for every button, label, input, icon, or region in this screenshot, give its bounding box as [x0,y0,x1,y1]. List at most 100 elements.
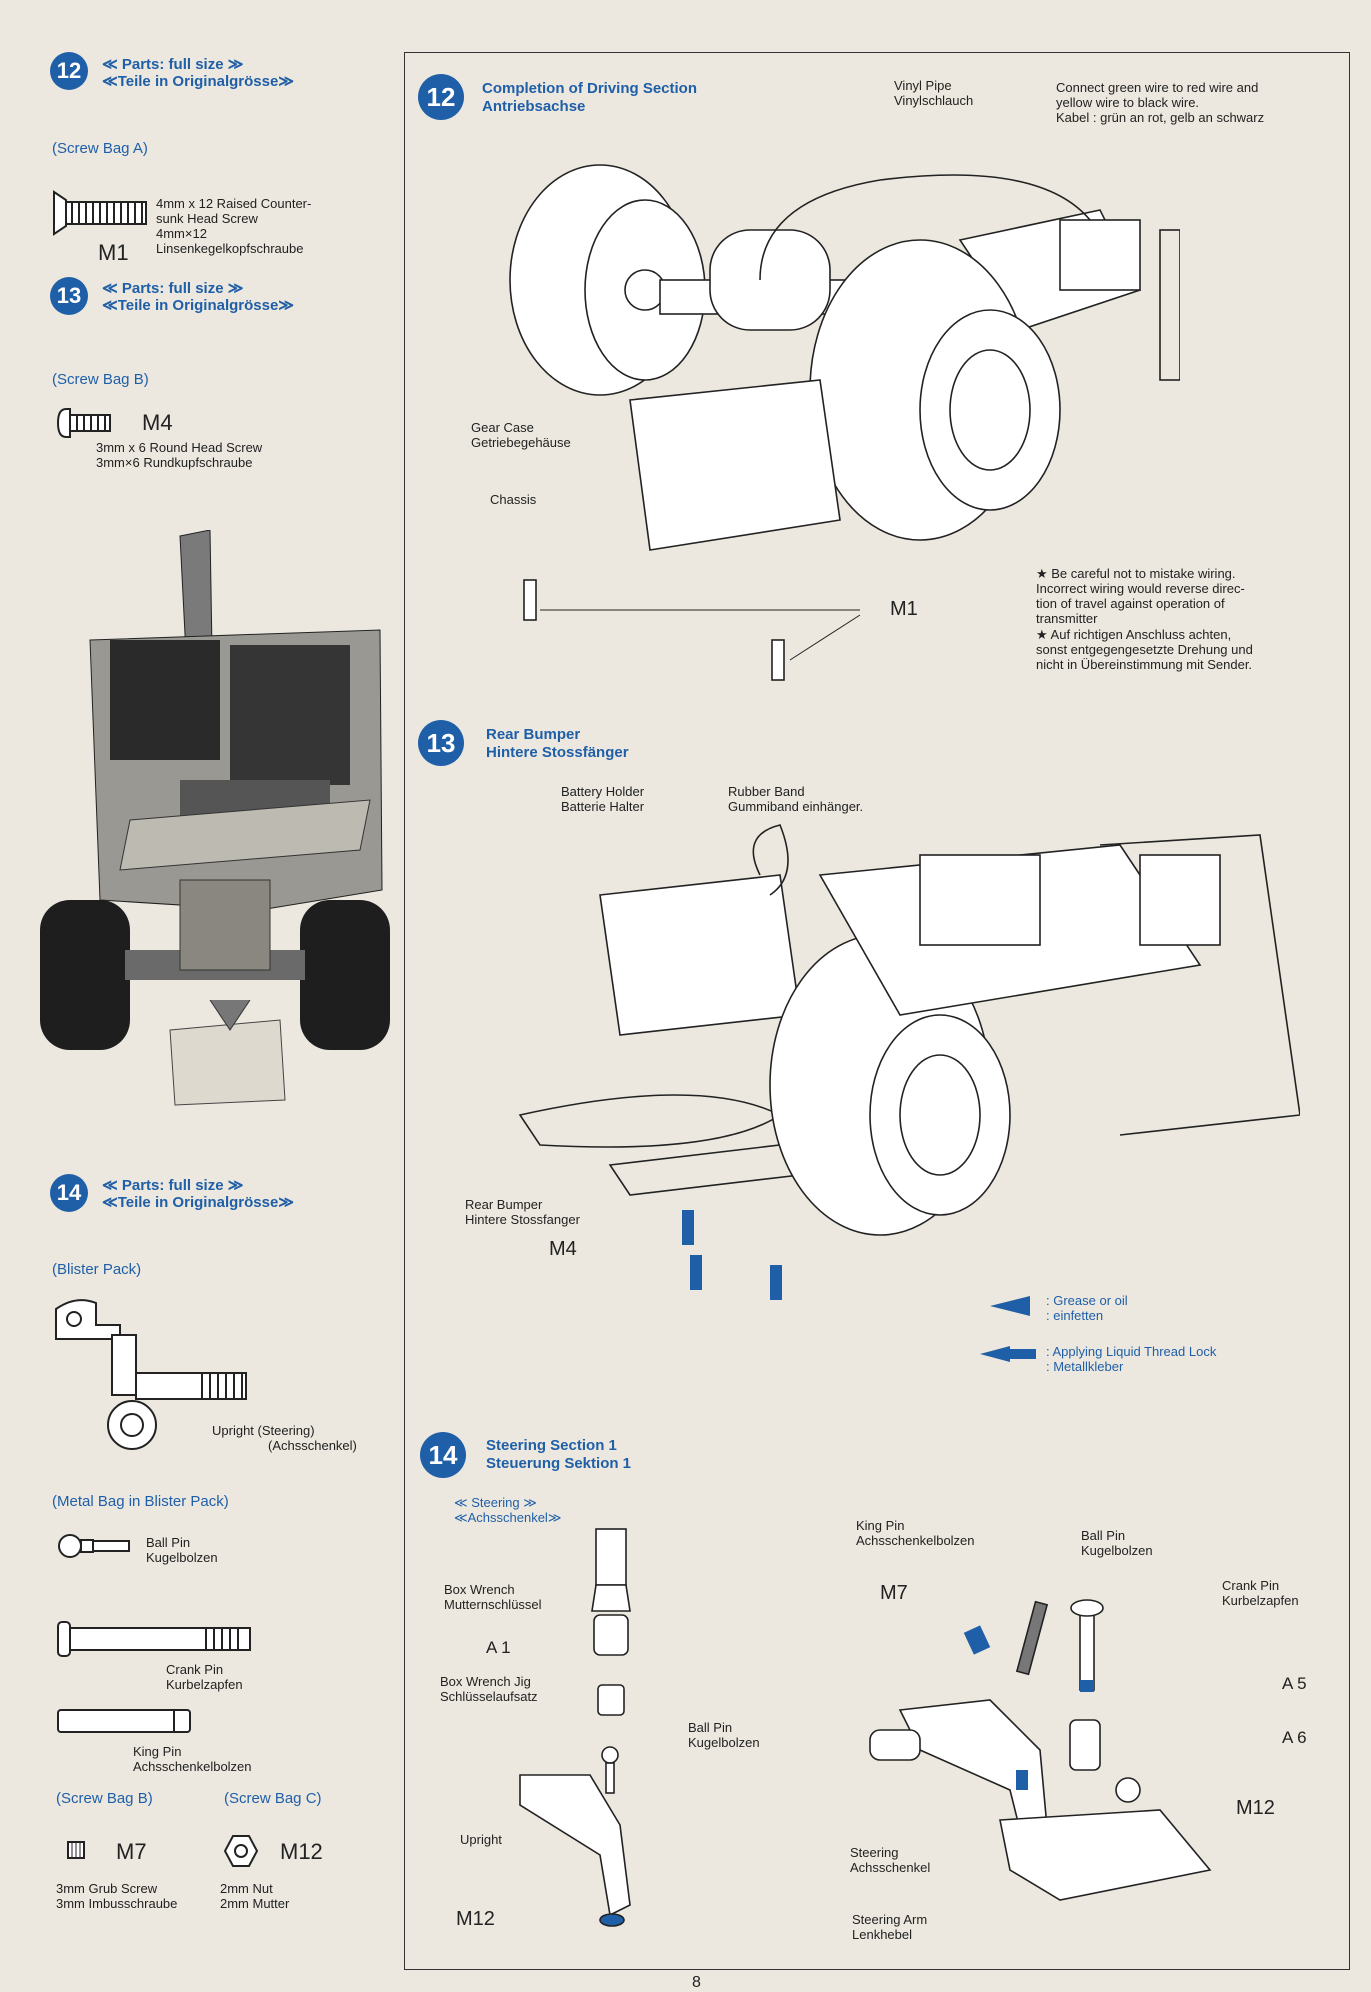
ball-pin-label: Ball Pin [1081,1528,1126,1543]
part-code-m12: M12 [280,1839,323,1864]
part-desc-line: Linsenkegelkopfschraube [156,241,304,256]
wiring-warning: tion of travel against operation of [1036,596,1225,611]
metal-bag-label: (Metal Bag in Blister Pack) [52,1493,229,1510]
step-number-badge: 14 [420,1432,466,1478]
sub-section-label-de: ≪Achsschenkel≫ [454,1510,562,1525]
chassis-photo [30,530,400,1130]
king-pin-label: King Pin [133,1744,182,1759]
wiring-instruction-de: Kabel : grün an rot, gelb an schwarz [1056,110,1265,125]
step-number-badge: 12 [50,52,88,90]
wiring-warning: ★ Be careful not to mistake wiring. [1036,566,1236,581]
vinyl-pipe-label: Vinyl Pipe [894,78,952,93]
step-title-de: Steuerung Sektion 1 [486,1455,632,1472]
parts-full-size-label-de: ≪Teile in Originalgrösse≫ [102,1194,295,1211]
part-callout-m12: M12 [456,1908,495,1930]
parts-full-size-label: ≪ Parts: full size ≫ [102,1177,244,1194]
steering-arm-label: Steering Arm [852,1912,928,1927]
step-number-badge: 13 [418,720,464,766]
box-wrench-jig-label: Box Wrench Jig [440,1674,531,1689]
upright-label-de: (Achsschenkel) [268,1438,357,1453]
part-callout-m7: M7 [880,1582,908,1604]
steering-label-de: Achsschenkel [850,1860,931,1875]
king-pin-icon [57,1709,191,1733]
step-title: Steering Section 1 [486,1437,617,1454]
round-head-screw-icon [56,408,111,438]
screw-bag-c-label: (Screw Bag C) [224,1790,322,1807]
rear-bumper-label: Rear Bumper [465,1197,543,1212]
page-number: 8 [692,1974,701,1991]
thread-lock-symbol-icon [980,1346,1036,1362]
grease-legend: : Grease or oil [1046,1293,1128,1308]
sub-section-label: ≪ Steering ≫ [454,1495,537,1510]
step-title: Completion of Driving Section [482,80,698,97]
king-pin-label: King Pin [856,1518,905,1533]
battery-holder-label-de: Batterie Halter [561,799,645,814]
grub-screw-desc-de: 3mm Imbusschraube [56,1896,178,1911]
part-desc-line: 4mm x 12 Raised Counter- [156,196,312,211]
parts-full-size-label: ≪ Parts: full size ≫ [102,56,244,73]
part-callout-m12: M12 [1236,1797,1275,1819]
ball-pin-label-de: Kugelbolzen [688,1735,760,1750]
steering-assembly-diagram [869,1599,1212,1901]
part-callout-m1: M1 [890,598,918,620]
wiring-instruction: yellow wire to black wire. [1056,95,1200,110]
crank-pin-label-de: Kurbelzapfen [1222,1593,1299,1608]
rear-bumper-label-de: Hintere Stossfanger [465,1212,580,1227]
step-title-de: Hintere Stossfänger [486,744,629,761]
step-title-de: Antriebsachse [482,98,586,115]
vinyl-pipe-label-de: Vinylschlauch [894,93,974,108]
steering-arm-label-de: Lenkhebel [852,1927,912,1942]
box-wrench-label-de: Mutternschlüssel [444,1597,542,1612]
part-code-m7: M7 [116,1839,147,1864]
grease-legend-de: : einfetten [1046,1308,1104,1323]
part-code-m4: M4 [142,410,173,435]
crank-pin-label: Crank Pin [1222,1578,1280,1593]
ball-pin-icon [58,1534,130,1558]
battery-holder-label: Battery Holder [561,784,645,799]
box-wrench-jig-label-de: Schlüsselaufsatz [440,1689,538,1704]
part-desc-line: 3mm x 6 Round Head Screw [96,440,263,455]
blister-pack-label: (Blister Pack) [52,1261,142,1278]
screw-bag-b-label: (Screw Bag B) [56,1790,153,1807]
parts-full-size-label-de: ≪Teile in Originalgrösse≫ [102,73,295,90]
assembly-steps-frame [404,52,1350,1970]
ball-pin-label-de: Kugelbolzen [1081,1543,1153,1558]
screw-bag-label: (Screw Bag A) [52,140,148,157]
screw-bag-label: (Screw Bag B) [52,371,149,388]
nut-desc: 2mm Nut [220,1881,273,1896]
ball-pin-label: Ball Pin [688,1720,733,1735]
part-code-m1: M1 [98,240,129,265]
thread-lock-legend: : Applying Liquid Thread Lock [1046,1344,1217,1359]
wiring-warning-de: nicht in Übereinstimmung mit Sender. [1036,657,1253,672]
driving-section-diagram [509,164,1180,681]
crank-pin-label-de: Kurbelzapfen [166,1677,243,1692]
rear-bumper-diagram [518,824,1300,1300]
wiring-warning-de: ★ Auf richtigen Anschluss achten, [1036,627,1232,642]
ball-pin-label-de: Kugelbolzen [146,1550,218,1565]
gear-case-label-de: Getriebegehäuse [471,435,571,450]
upright-label: Upright [460,1832,502,1847]
grub-screw-desc: 3mm Grub Screw [56,1881,158,1896]
part-desc-line: 3mm×6 Rundkupfschraube [96,455,253,470]
box-wrench-label: Box Wrench [444,1582,515,1597]
wiring-warning: transmitter [1036,611,1098,626]
step-title: Rear Bumper [486,726,581,743]
hex-nut-icon [224,1835,258,1867]
parts-full-size-label: ≪ Parts: full size ≫ [102,280,244,297]
rubber-band-label: Rubber Band [728,784,805,799]
upright-part-drawing [55,1299,247,1450]
king-pin-label-de: Achsschenkelbolzen [856,1533,975,1548]
steering-label: Steering [850,1845,899,1860]
grub-screw-icon [67,1841,85,1859]
step-number-badge: 14 [50,1174,88,1212]
parts-full-size-label-de: ≪Teile in Originalgrösse≫ [102,297,295,314]
wiring-warning: Incorrect wiring would reverse direc- [1036,581,1245,596]
crank-pin-label: Crank Pin [166,1662,224,1677]
crank-pin-icon [57,1621,251,1657]
rubber-band-label-de: Gummiband einhänger. [728,799,864,814]
part-callout-m4: M4 [549,1238,577,1260]
gear-case-label: Gear Case [471,420,534,435]
part-callout-a5: A 5 [1282,1674,1307,1693]
upright-assembly-diagram [519,1528,631,1927]
ball-pin-label: Ball Pin [146,1535,191,1550]
